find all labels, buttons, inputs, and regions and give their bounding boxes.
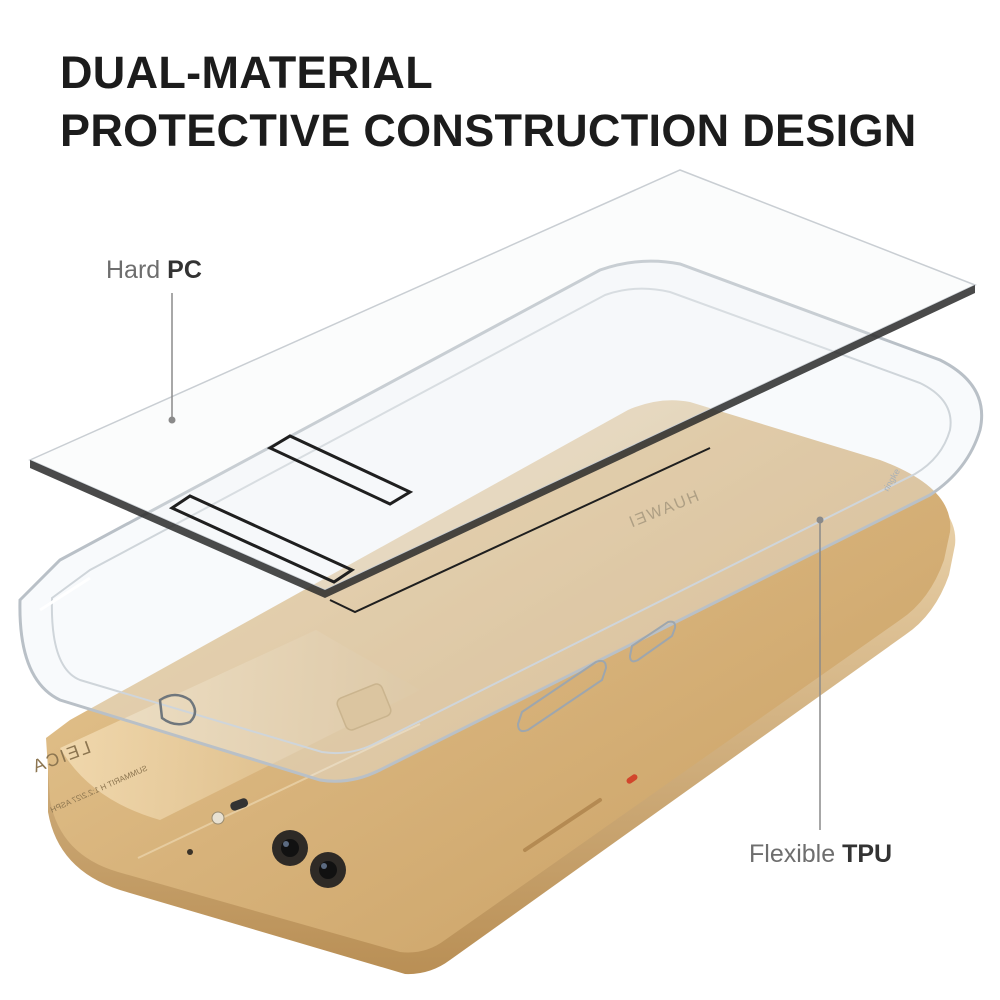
antenna-line — [137, 723, 421, 859]
callout-flexible-tpu-prefix: Flexible — [749, 840, 843, 868]
tpu-outer — [18, 259, 984, 783]
camera-strip — [60, 630, 420, 820]
headline-line-1: DUAL-MATERIAL — [60, 47, 433, 98]
callout-hard-pc: Hard PC — [106, 256, 202, 285]
headline-line-2: PROTECTIVE CONSTRUCTION DESIGN — [60, 105, 917, 156]
hard-pc-panel — [28, 169, 977, 614]
tpu-inner — [50, 287, 952, 755]
hard-pc-leader-dot — [168, 416, 176, 424]
mic-hole — [187, 849, 193, 855]
tpu-leader-dot — [816, 516, 824, 524]
tpu-case: ringke — [18, 259, 984, 783]
pc-camera-window-2 — [266, 434, 414, 506]
laser-sensor — [230, 798, 249, 811]
tpu-button-cutout-1 — [516, 659, 608, 733]
phone-back — [46, 400, 951, 953]
pc-bracket-line — [329, 447, 711, 614]
power-button — [626, 774, 638, 784]
flash — [211, 811, 225, 825]
phone: LEICA SUMMARIT H 1:2.2/27 ASPH HUAWEI — [28, 400, 956, 975]
callout-flexible-tpu: Flexible TPU — [749, 840, 892, 869]
callout-hard-pc-prefix: Hard — [106, 256, 168, 284]
callout-leaders — [168, 293, 824, 830]
tpu-port-cutout — [158, 693, 197, 726]
tpu-rim-highlight — [39, 576, 91, 612]
pc-camera-window — [168, 494, 356, 584]
volume-rocker — [523, 798, 602, 852]
tpu-button-cutout-2 — [628, 620, 677, 663]
callout-flexible-tpu-emphasis: TPU — [842, 840, 893, 868]
callout-hard-pc-emphasis: PC — [167, 256, 202, 284]
headline: DUAL-MATERIAL PROTECTIVE CONSTRUCTION DE… — [60, 44, 917, 160]
fingerprint-sensor — [336, 683, 392, 731]
dual-camera — [187, 798, 346, 888]
